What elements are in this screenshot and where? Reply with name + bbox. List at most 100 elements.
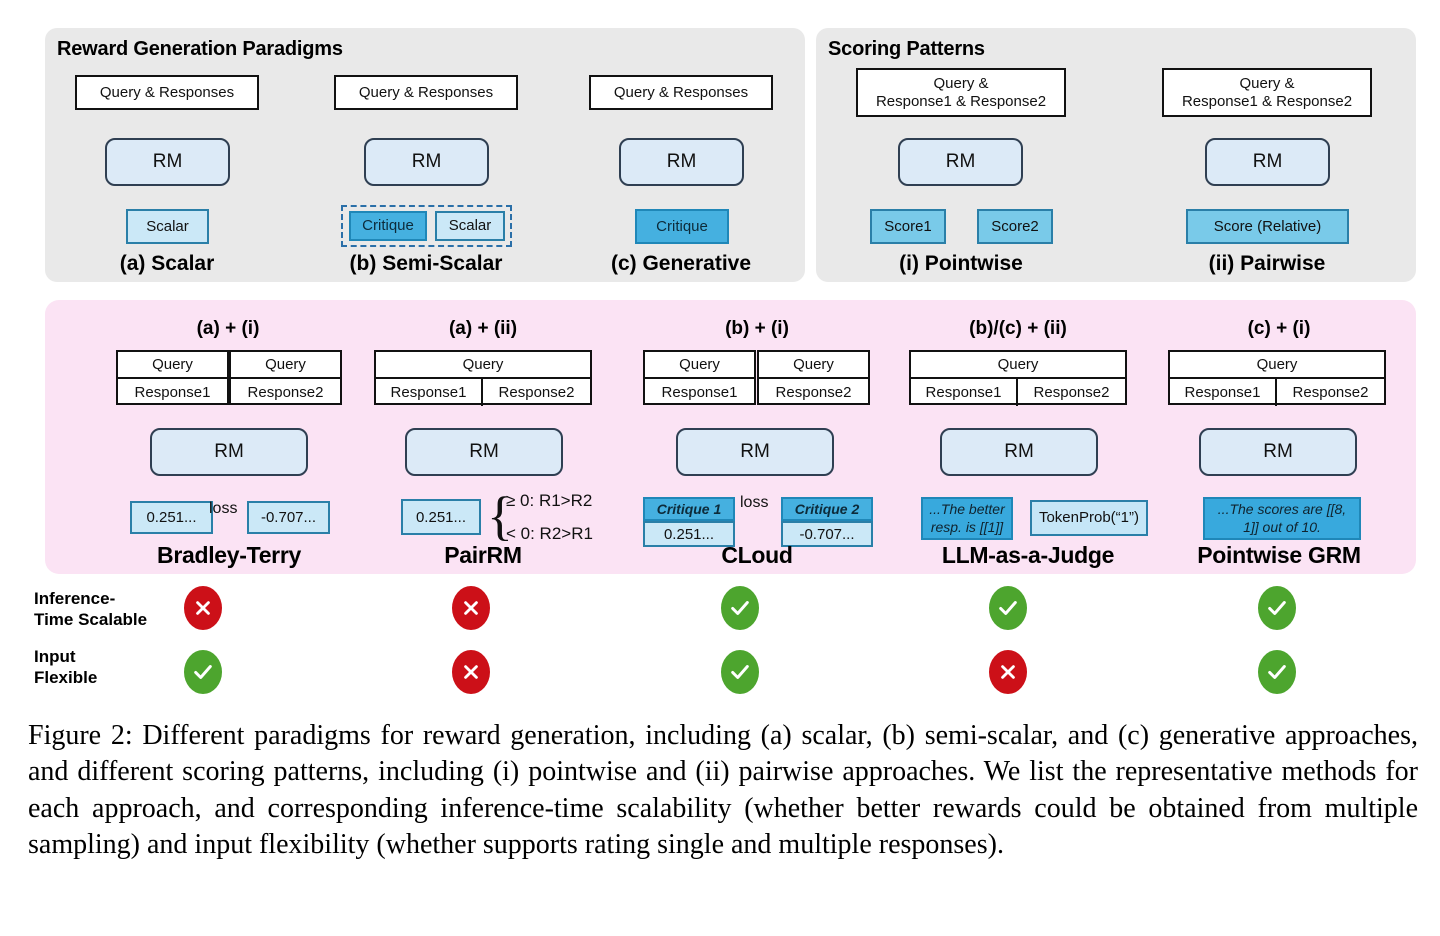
method-1-input-table: Query Response1 Response2 bbox=[374, 350, 592, 406]
rg-c-rm: RM bbox=[619, 138, 744, 186]
sp-i-output-score2: Score2 bbox=[977, 209, 1053, 244]
method-1-input-top: Query bbox=[376, 352, 590, 379]
sp-ii-output-score: Score (Relative) bbox=[1186, 209, 1349, 244]
method-4-combo: (c) + (i) bbox=[1247, 318, 1311, 339]
method-0-loss-label: loss bbox=[209, 500, 238, 517]
method-2-input-2-bottom: Response2 bbox=[775, 384, 852, 401]
rg-a-output-scalar: Scalar bbox=[126, 209, 209, 244]
rg-a-rm: RM bbox=[105, 138, 230, 186]
method-4-name: Pointwise GRM bbox=[1197, 542, 1361, 568]
method-0-input-2-top: Query bbox=[231, 352, 340, 379]
sp-ii-input-line2: Response1 & Response2 bbox=[1181, 92, 1353, 110]
method-2-input-1-top: Query bbox=[645, 352, 754, 379]
method-2-loss-label: loss bbox=[740, 494, 769, 511]
method-2-input-table-2: Query Response2 bbox=[757, 350, 870, 405]
method-0-input-2-bottom: Response2 bbox=[247, 384, 324, 401]
rg-b-label: (b) Semi-Scalar bbox=[349, 252, 503, 275]
check-icon bbox=[989, 586, 1027, 630]
method-4-input-bottom-left: Response1 bbox=[1170, 379, 1277, 406]
sp-ii-input: Query & Response1 & Response2 bbox=[1162, 68, 1372, 117]
sp-i-input-line1: Query & bbox=[933, 75, 989, 93]
method-1-combo: (a) + (ii) bbox=[448, 318, 518, 339]
method-0-output-1: 0.251... bbox=[130, 501, 213, 534]
method-4-generation: ...The scores are [[8, 1]] out of 10. bbox=[1203, 497, 1361, 540]
check-icon bbox=[184, 650, 222, 694]
method-4-input-table: Query Response1 Response2 bbox=[1168, 350, 1386, 406]
panel-reward-generation-title: Reward Generation Paradigms bbox=[57, 38, 343, 60]
method-2-input-1-bottom: Response1 bbox=[661, 384, 738, 401]
method-3-rm: RM bbox=[940, 428, 1098, 476]
sp-ii-rm: RM bbox=[1205, 138, 1330, 186]
matrix-row-1-label-line2: Flexible bbox=[34, 668, 98, 688]
method-0-combo: (a) + (i) bbox=[196, 318, 260, 339]
method-3-generation: ...The better resp. is [[1]] bbox=[921, 497, 1013, 540]
matrix-row-0-label: Inference- Time Scalable bbox=[34, 588, 147, 631]
check-icon bbox=[721, 650, 759, 694]
method-3-input-bottom-left: Response1 bbox=[911, 379, 1018, 406]
matrix-row-0-label-line1: Inference- bbox=[34, 589, 116, 608]
matrix-row-1-label: Input Flexible bbox=[34, 646, 97, 689]
panel-scoring-patterns-title: Scoring Patterns bbox=[828, 38, 985, 60]
sp-ii-label: (ii) Pairwise bbox=[1208, 252, 1326, 275]
check-icon bbox=[1258, 650, 1296, 694]
method-1-brace-line-2: < 0: R2>R1 bbox=[506, 524, 593, 543]
method-2-input-table-1: Query Response1 bbox=[643, 350, 756, 405]
method-0-name: Bradley-Terry bbox=[157, 542, 301, 568]
method-0-input-table-1: Query Response1 bbox=[116, 350, 229, 405]
method-3-input-top: Query bbox=[911, 352, 1125, 379]
method-1-input-bottom-right: Response2 bbox=[498, 384, 575, 401]
matrix-row-0-label-line2: Time Scalable bbox=[34, 610, 148, 630]
method-1-brace-icon: { bbox=[487, 486, 513, 546]
rg-b-output-scalar: Scalar bbox=[435, 211, 505, 241]
method-1-rm: RM bbox=[405, 428, 563, 476]
method-0-input-table-2: Query Response2 bbox=[229, 350, 342, 405]
rg-b-output-critique: Critique bbox=[349, 211, 427, 241]
sp-i-label: (i) Pointwise bbox=[899, 252, 1023, 275]
check-icon bbox=[721, 586, 759, 630]
method-1-name: PairRM bbox=[444, 542, 522, 568]
method-0-input-1-bottom: Response1 bbox=[134, 384, 211, 401]
method-3-combo: (b)/(c) + (ii) bbox=[969, 318, 1067, 339]
method-3-input-table: Query Response1 Response2 bbox=[909, 350, 1127, 406]
method-2-output-2: -0.707... bbox=[781, 521, 873, 547]
cross-icon bbox=[452, 650, 490, 694]
method-2-critique-2: Critique 2 bbox=[781, 497, 873, 521]
cross-icon bbox=[184, 586, 222, 630]
rg-c-output-critique: Critique bbox=[635, 209, 729, 244]
method-2-input-2-top: Query bbox=[759, 352, 868, 379]
method-3-name: LLM-as-a-Judge bbox=[941, 542, 1115, 568]
method-0-input-1-top: Query bbox=[118, 352, 227, 379]
check-icon bbox=[1258, 586, 1296, 630]
method-0-rm: RM bbox=[150, 428, 308, 476]
sp-i-input: Query & Response1 & Response2 bbox=[856, 68, 1066, 117]
sp-ii-input-line1: Query & bbox=[1239, 75, 1295, 93]
rg-a-label: (a) Scalar bbox=[119, 252, 215, 275]
method-4-input-top: Query bbox=[1170, 352, 1384, 379]
cross-icon bbox=[452, 586, 490, 630]
method-1-output: 0.251... bbox=[401, 499, 481, 535]
method-4-rm: RM bbox=[1199, 428, 1357, 476]
method-0-output-2: -0.707... bbox=[247, 501, 330, 534]
rg-b-rm: RM bbox=[364, 138, 489, 186]
sp-i-input-line2: Response1 & Response2 bbox=[875, 92, 1047, 110]
method-1-input-bottom-left: Response1 bbox=[376, 379, 483, 406]
method-2-rm: RM bbox=[676, 428, 834, 476]
rg-a-input: Query & Responses bbox=[75, 75, 259, 110]
cross-icon bbox=[989, 650, 1027, 694]
method-3-input-bottom-right: Response2 bbox=[1033, 384, 1110, 401]
method-2-combo: (b) + (i) bbox=[725, 318, 789, 339]
method-3-token-prob: TokenProb(“1”) bbox=[1030, 500, 1148, 536]
matrix-row-1-label-line1: Input bbox=[34, 647, 76, 666]
rg-b-input: Query & Responses bbox=[334, 75, 518, 110]
figure-caption: Figure 2: Different paradigms for reward… bbox=[28, 720, 1418, 861]
rg-c-input: Query & Responses bbox=[589, 75, 773, 110]
sp-i-output-score1: Score1 bbox=[870, 209, 946, 244]
method-2-critique-1: Critique 1 bbox=[643, 497, 735, 521]
method-4-input-bottom-right: Response2 bbox=[1292, 384, 1369, 401]
method-2-output-1: 0.251... bbox=[643, 521, 735, 547]
rg-c-label: (c) Generative bbox=[610, 252, 752, 275]
rg-b-output-group bbox=[341, 205, 512, 247]
sp-i-rm: RM bbox=[898, 138, 1023, 186]
method-2-name: CLoud bbox=[721, 542, 793, 568]
